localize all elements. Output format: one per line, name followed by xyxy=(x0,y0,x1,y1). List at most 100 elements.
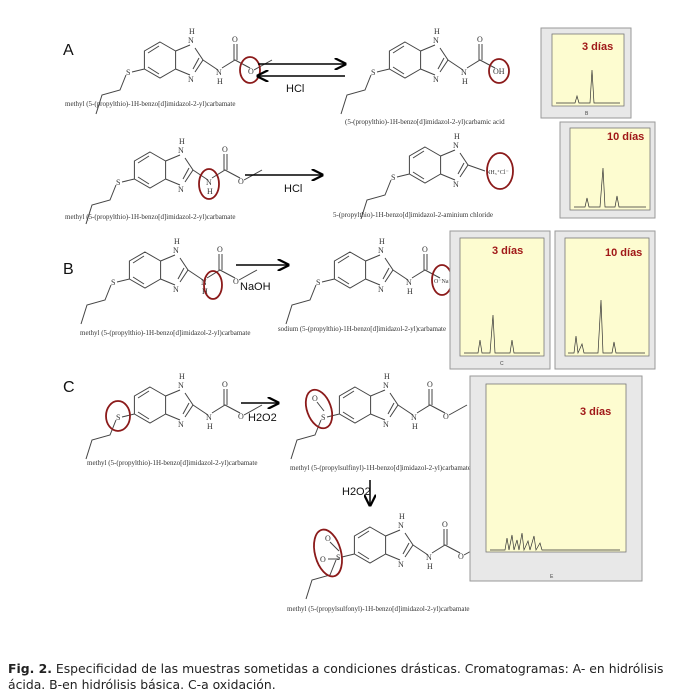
compound-name: 5-(propylthio)-1H-benzo[d]imidazol-2-ami… xyxy=(333,211,493,219)
svg-text:N: N xyxy=(378,246,384,255)
svg-text:H: H xyxy=(207,187,213,196)
svg-text:O: O xyxy=(238,412,244,421)
svg-text:N: N xyxy=(173,246,179,255)
compound-name: methyl (5-(propylthio)-1H-benzo[d]imidaz… xyxy=(65,213,235,221)
svg-text:H: H xyxy=(462,77,468,86)
molecule-a1-product: NH NS NH OOH xyxy=(340,27,510,115)
chromatogram-c-3-days: 3 días E xyxy=(469,375,643,582)
svg-text:H: H xyxy=(427,562,433,571)
svg-text:O: O xyxy=(248,67,254,76)
svg-text:O: O xyxy=(458,552,464,561)
reagent-h2o2: H2O2 xyxy=(342,486,371,498)
svg-text:S: S xyxy=(321,413,325,422)
molecule-c-product-sulfonyl: NH NS OO NH OO xyxy=(305,512,483,600)
svg-text:N: N xyxy=(206,178,212,187)
compound-name: sodium (5-(propylthio)-1H-benzo[d]imidaz… xyxy=(278,325,446,333)
svg-text:N: N xyxy=(206,413,212,422)
svg-text:S: S xyxy=(316,278,320,287)
svg-text:O: O xyxy=(233,277,239,286)
svg-text:NH₃⁺Cl⁻: NH₃⁺Cl⁻ xyxy=(486,169,509,176)
figure-2: A B C NH NS NH OO methyl (5-(propylthio)… xyxy=(63,27,656,613)
svg-text:N: N xyxy=(178,185,184,194)
molecule-b-product: NH NS NH OO⁻Na⁺ xyxy=(285,237,453,325)
svg-text:S: S xyxy=(111,278,115,287)
svg-text:H: H xyxy=(179,137,185,146)
svg-text:N: N xyxy=(398,521,404,530)
svg-text:S: S xyxy=(391,173,395,182)
svg-text:N: N xyxy=(411,413,417,422)
svg-text:H: H xyxy=(174,237,180,246)
svg-text:N: N xyxy=(433,36,439,45)
svg-text:S: S xyxy=(336,553,340,562)
svg-text:O: O xyxy=(422,245,428,254)
svg-text:O: O xyxy=(427,380,433,389)
molecule-c-reactant: NH NS NH OO xyxy=(85,372,263,460)
svg-text:O⁻Na⁺: O⁻Na⁺ xyxy=(434,278,452,285)
svg-text:O: O xyxy=(325,534,331,543)
svg-text:N: N xyxy=(188,75,194,84)
svg-text:N: N xyxy=(406,278,412,287)
svg-text:O: O xyxy=(443,412,449,421)
reagent-h2o2: H2O2 xyxy=(248,412,277,424)
svg-text:O: O xyxy=(477,35,483,44)
compound-name: methyl (5-(propylthio)-1H-benzo[d]imidaz… xyxy=(80,329,250,337)
svg-text:O: O xyxy=(320,555,326,564)
chromatogram-b-3-days: 3 días C xyxy=(449,230,551,370)
compound-name: methyl (5-(propylsulfonyl)-1H-benzo[d]im… xyxy=(287,605,470,613)
figure-caption: Fig. 2. Especificidad de las muestras so… xyxy=(8,661,674,693)
svg-text:O: O xyxy=(442,520,448,529)
compound-name: (5-(propylthio)-1H-benzo[d]imidazol-2-yl… xyxy=(345,118,505,126)
svg-text:N: N xyxy=(178,146,184,155)
svg-text:S: S xyxy=(116,178,120,187)
compound-name: methyl (5-(propylsulfinyl)-1H-benzo[d]im… xyxy=(290,464,471,472)
reagent-hcl: HCl xyxy=(284,183,302,195)
chromatogram-a-10-days: 10 días xyxy=(559,121,656,219)
svg-text:B: B xyxy=(585,111,589,117)
svg-text:N: N xyxy=(178,381,184,390)
svg-text:3 días: 3 días xyxy=(582,41,613,53)
svg-text:H: H xyxy=(217,77,223,86)
svg-text:H: H xyxy=(207,422,213,431)
svg-text:N: N xyxy=(398,560,404,569)
reagent-hcl: HCl xyxy=(286,83,304,95)
svg-text:H: H xyxy=(412,422,418,431)
svg-text:N: N xyxy=(383,381,389,390)
svg-text:3 días: 3 días xyxy=(580,406,611,418)
svg-text:H: H xyxy=(379,237,385,246)
svg-text:N: N xyxy=(461,68,467,77)
svg-text:10 días: 10 días xyxy=(605,247,642,259)
section-label-b: B xyxy=(63,261,74,278)
svg-text:N: N xyxy=(188,36,194,45)
svg-text:10 días: 10 días xyxy=(607,131,644,143)
svg-text:H: H xyxy=(407,287,413,296)
svg-text:S: S xyxy=(371,68,375,77)
svg-text:H: H xyxy=(189,27,195,36)
svg-text:O: O xyxy=(217,245,223,254)
molecule-a2-reactant: NH NS NH OO xyxy=(85,137,263,225)
svg-text:N: N xyxy=(178,420,184,429)
section-label-c: C xyxy=(63,379,75,396)
svg-text:C: C xyxy=(500,361,504,367)
compound-name: methyl (5-(propylthio)-1H-benzo[d]imidaz… xyxy=(87,459,257,467)
svg-text:S: S xyxy=(126,68,130,77)
reagent-naoh: NaOH xyxy=(240,281,271,293)
compound-name: methyl (5-(propylthio)-1H-benzo[d]imidaz… xyxy=(65,100,235,108)
molecule-a2-product: NH NS NH₃⁺Cl⁻ xyxy=(360,132,514,220)
svg-text:H: H xyxy=(179,372,185,381)
svg-text:O: O xyxy=(232,35,238,44)
svg-text:H: H xyxy=(399,512,405,521)
caption-text: Especificidad de las muestras sometidas … xyxy=(8,661,664,692)
svg-text:O: O xyxy=(238,177,244,186)
svg-text:O: O xyxy=(312,394,318,403)
svg-text:N: N xyxy=(378,285,384,294)
svg-text:N: N xyxy=(426,553,432,562)
svg-text:H: H xyxy=(454,132,460,141)
svg-text:N: N xyxy=(433,75,439,84)
svg-text:N: N xyxy=(216,68,222,77)
svg-text:H: H xyxy=(434,27,440,36)
svg-text:S: S xyxy=(116,413,120,422)
chromatogram-a-3-days: 3 días B xyxy=(540,27,632,119)
svg-text:N: N xyxy=(383,420,389,429)
caption-label: Fig. 2. xyxy=(8,661,52,676)
molecule-c-product-sulfinyl: NH NS O NH OO xyxy=(290,372,468,460)
